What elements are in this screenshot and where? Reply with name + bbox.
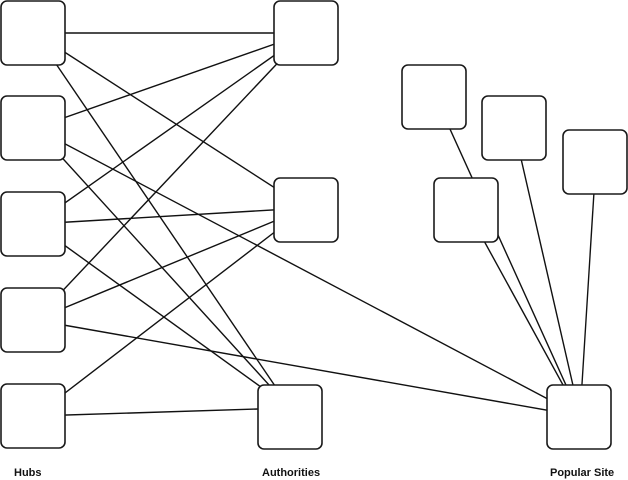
- edge-h4-to-a2: [34, 207, 307, 321]
- hubs-label: Hubs: [14, 467, 42, 479]
- edge-h3-to-a3: [34, 223, 291, 409]
- edge-s1-to-p: [434, 95, 581, 417]
- hub-node-h2: [0, 95, 66, 161]
- edge-h4-to-p: [34, 319, 581, 419]
- edge-h5-to-a2: [34, 207, 307, 417]
- edge-h3-to-a1: [34, 32, 307, 225]
- authorities-label: Authorities: [262, 467, 320, 479]
- edge-h2-to-a1: [34, 32, 307, 129]
- source-node-s2: [481, 95, 547, 161]
- edge-s2-to-p: [513, 127, 582, 417]
- source-node-s3: [562, 129, 628, 195]
- source-node-s1: [401, 64, 467, 130]
- source-node-s4: [433, 177, 499, 243]
- hub-node-h3: [0, 191, 66, 257]
- popular-site-node-p: [546, 384, 612, 450]
- nodes-layer: [0, 0, 628, 450]
- authority-node-a1: [273, 0, 339, 66]
- hub-node-h4: [0, 287, 66, 353]
- edges-layer: [34, 29, 597, 419]
- edge-h1-to-a3: [34, 32, 291, 409]
- hub-node-h5: [0, 383, 66, 449]
- edge-h1-to-a2: [34, 32, 307, 209]
- authority-node-a3: [257, 384, 323, 450]
- edge-h5-to-a3: [34, 404, 291, 417]
- edge-h4-to-a1: [34, 32, 307, 321]
- edge-s3-to-p: [576, 159, 597, 417]
- hub-node-h1: [0, 0, 66, 66]
- popular-site-label: Popular Site: [550, 467, 614, 479]
- authority-node-a2: [273, 177, 339, 243]
- edge-h3-to-a2: [34, 204, 307, 225]
- edge-h2-to-p: [34, 127, 581, 417]
